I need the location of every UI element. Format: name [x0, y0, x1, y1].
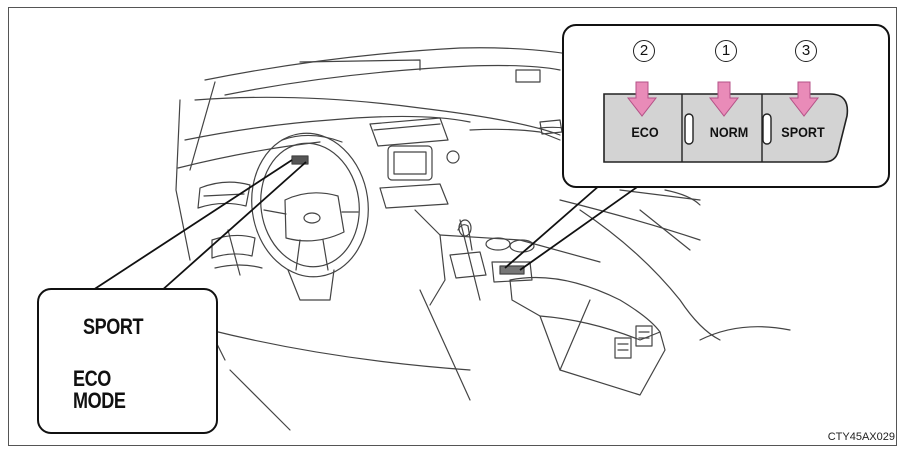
eco-button-label: ECO	[614, 124, 677, 140]
sport-number-badge: 3	[795, 40, 817, 62]
eco-indicator-line1: ECO	[73, 368, 125, 390]
eco-indicator-line2: MODE	[73, 390, 125, 412]
figure-code: CTY45AX029	[828, 431, 895, 443]
sport-indicator-text: SPORT	[83, 314, 143, 340]
eco-indicator-light	[685, 114, 693, 144]
norm-indicator-light	[763, 114, 771, 144]
drive-mode-switch-callout: 2 1 3 ECO NORM SPORT	[562, 24, 890, 188]
norm-number-badge: 1	[715, 40, 737, 62]
eco-mode-indicator: ECO MODE	[73, 368, 125, 412]
eco-number-badge: 2	[633, 40, 655, 62]
meter-indicator-callout: SPORT ECO MODE	[37, 288, 218, 434]
norm-button-label: NORM	[698, 124, 761, 140]
sport-button-label: SPORT	[772, 124, 835, 140]
